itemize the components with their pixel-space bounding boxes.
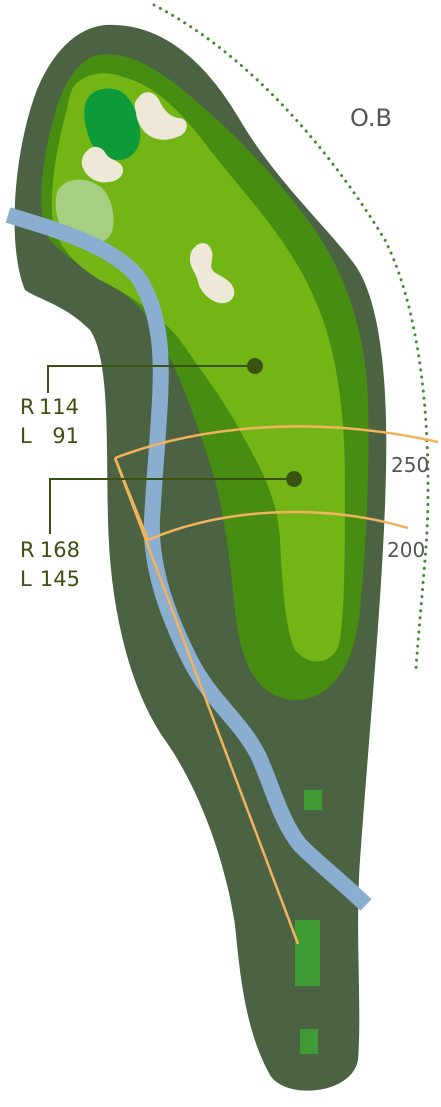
marker-right-value: 168 (40, 538, 80, 562)
marker-right-value: 114 (39, 395, 79, 419)
marker-left-value: 91 (52, 424, 79, 448)
bunker-right-of-green (134, 92, 187, 140)
marker-right-label: R (20, 538, 35, 562)
arc-distance-label: 250 (391, 453, 429, 477)
fairway-area (51, 74, 345, 662)
marker-left-value: 145 (40, 567, 80, 591)
shot-line-tee (113, 457, 300, 945)
putting-green (84, 88, 141, 160)
marker-leader-line (47, 365, 255, 393)
distance-arc-250 (114, 425, 439, 460)
marker-right-label: R (20, 395, 35, 419)
tee-box-rear (300, 1029, 318, 1054)
bunker-left-of-green (81, 146, 124, 183)
marker-left-label: L (20, 567, 32, 591)
marker-leader-line (49, 478, 294, 534)
distance-marker-dot (247, 358, 263, 374)
marker-left-label: L (20, 424, 32, 448)
distance-arc-200 (147, 510, 409, 542)
ob-boundary-line (152, 3, 430, 670)
shot-line-arc-250 (113, 457, 150, 541)
tee-box-back (295, 920, 320, 986)
bunker-fairway (190, 243, 235, 304)
tee-box-front (304, 790, 322, 810)
distance-marker-dot (286, 471, 302, 487)
ob-label: O.B (350, 104, 392, 132)
arc-distance-label: 200 (387, 538, 425, 562)
